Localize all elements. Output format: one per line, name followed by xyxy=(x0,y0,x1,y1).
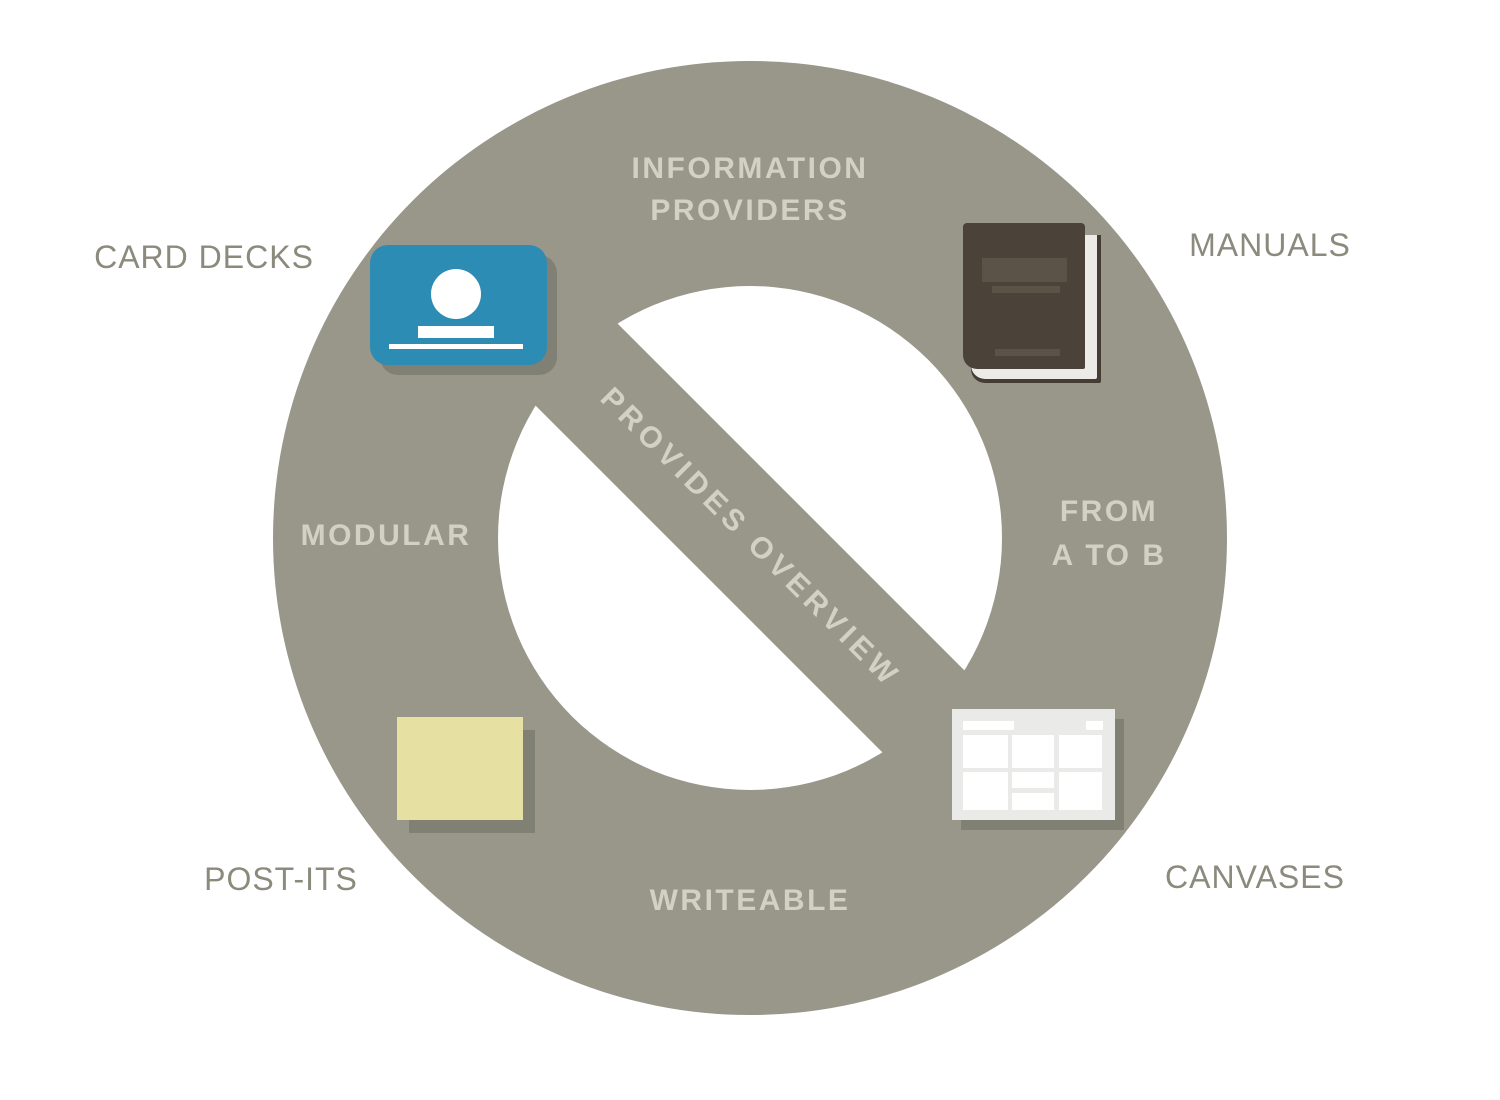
sticky-note-icon xyxy=(397,717,523,820)
id-card-avatar-body xyxy=(418,326,494,338)
canvas-title-bar xyxy=(963,721,1014,730)
label-post-its: POST-ITS xyxy=(204,861,358,897)
book-icon xyxy=(963,223,1101,383)
label-information-providers: INFORMATION PROVIDERS xyxy=(632,148,869,232)
canvas-cell xyxy=(1012,735,1054,768)
canvas-cell xyxy=(963,735,1008,768)
label-from-a-to-b-line1: FROM xyxy=(1059,495,1159,528)
book-subtitle-line xyxy=(992,286,1060,293)
id-card-avatar-head xyxy=(431,269,481,319)
canvas-grid-icon xyxy=(952,709,1115,820)
label-card-decks: CARD DECKS xyxy=(94,239,314,275)
book-front-cover xyxy=(963,223,1085,369)
label-from-a-to-b-line2: A TO B xyxy=(1051,539,1167,572)
canvas-corner-tag xyxy=(1086,721,1103,730)
label-information-providers-line1: INFORMATION xyxy=(631,152,869,185)
canvas-cell xyxy=(1059,735,1102,768)
book-footer-line xyxy=(995,349,1060,356)
label-modular: MODULAR xyxy=(300,519,472,552)
id-card-icon xyxy=(370,245,547,365)
label-canvases: CANVASES xyxy=(1165,859,1345,895)
canvas-cell xyxy=(963,772,1008,810)
canvas-cell xyxy=(1012,772,1054,788)
id-card-text-line xyxy=(389,344,523,349)
prohibition-ring: PROVIDES OVERVIEW xyxy=(273,61,1227,1015)
label-information-providers-line2: PROVIDERS xyxy=(650,194,850,227)
label-manuals: MANUALS xyxy=(1189,227,1351,263)
label-from-a-to-b: FROM A TO B xyxy=(1051,490,1166,578)
book-title-block xyxy=(982,258,1067,282)
canvas-cell xyxy=(1059,772,1102,810)
canvas-cell xyxy=(1012,793,1054,810)
label-writeable: WRITEABLE xyxy=(649,884,851,917)
